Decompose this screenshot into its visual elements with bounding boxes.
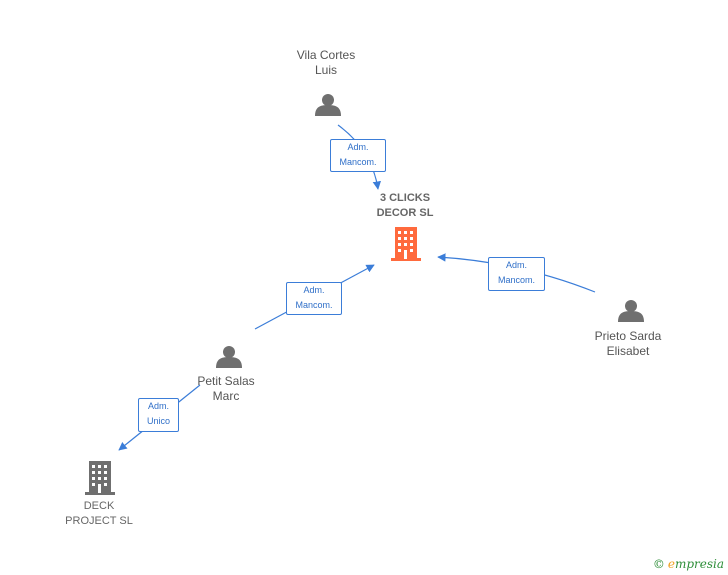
edge-label-prieto-clicks[interactable]: Adm. Mancom. — [488, 257, 545, 291]
edge-label-petit-clicks[interactable]: Adm. Mancom. — [286, 282, 342, 315]
brand-logo-text: mpresia — [674, 557, 724, 571]
person-icon[interactable] — [315, 94, 341, 116]
node-label-vila-cortes-luis[interactable]: Vila Cortes Luis — [296, 48, 356, 77]
node-label-prieto-sarda-elisabet[interactable]: Prieto Sarda Elisabet — [594, 329, 662, 358]
person-icon[interactable] — [216, 346, 242, 368]
edge-label-vila-clicks[interactable]: Adm. Mancom. — [330, 139, 386, 172]
brand-logo-initial: e — [667, 557, 675, 571]
building-icon[interactable] — [85, 461, 115, 495]
edge-label-petit-deck[interactable]: Adm. Unico — [138, 398, 179, 432]
footer-watermark: ©empresia — [653, 557, 724, 571]
building-icon[interactable] — [391, 227, 421, 261]
person-icon[interactable] — [618, 300, 644, 322]
node-label-deck-project-sl[interactable]: DECK PROJECT SL — [65, 500, 133, 527]
copyright-symbol: © — [652, 557, 665, 571]
node-label-petit-salas-marc[interactable]: Petit Salas Marc — [197, 374, 255, 403]
node-label-3-clicks-decor-sl[interactable]: 3 CLICKS DECOR SL — [376, 192, 434, 219]
